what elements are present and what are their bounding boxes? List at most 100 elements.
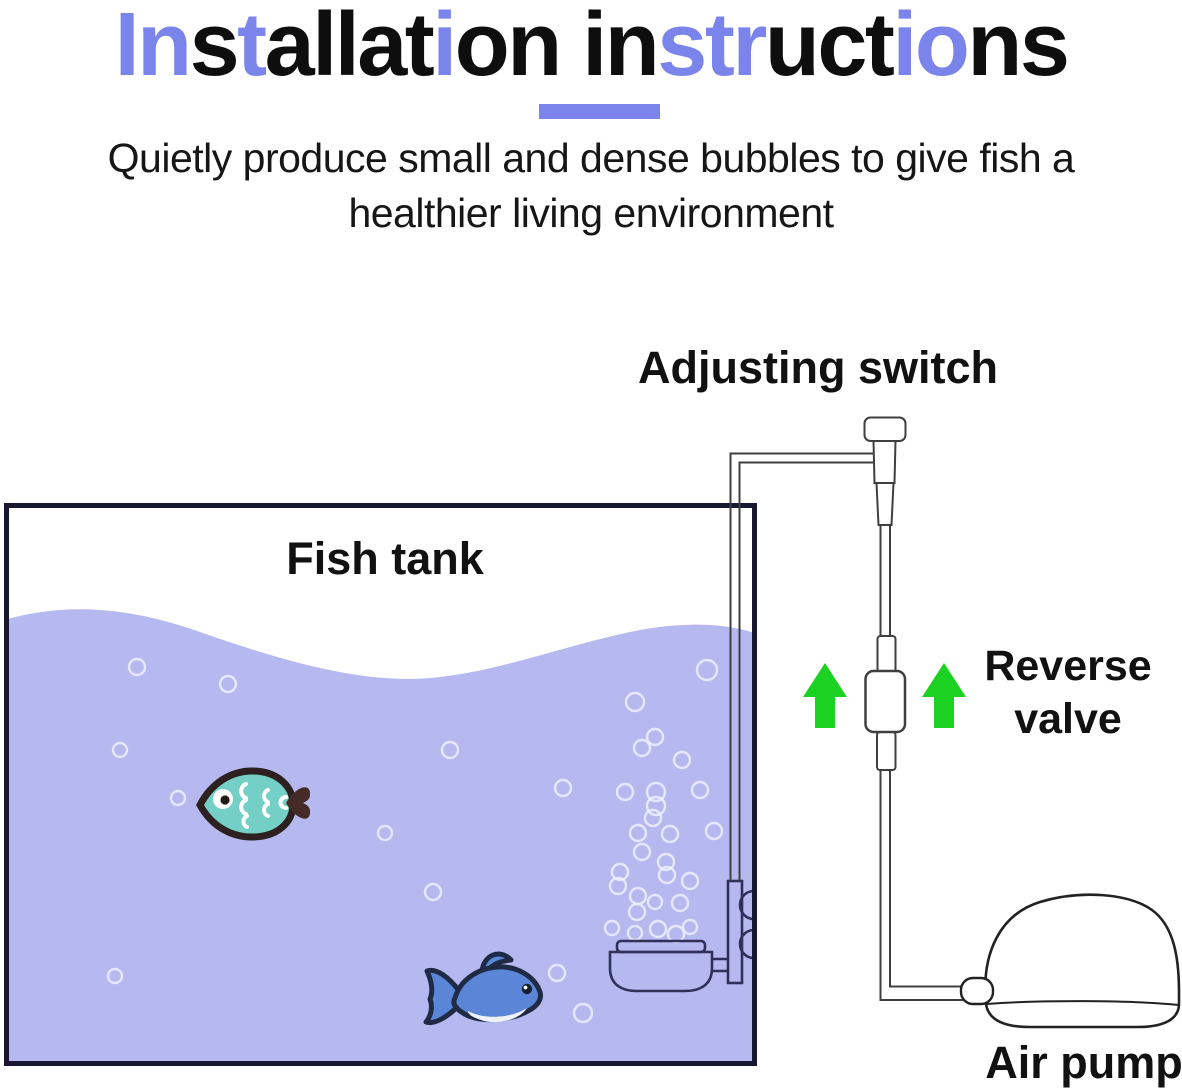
bubble <box>645 727 665 747</box>
page-title: Installation instructions <box>0 0 1182 94</box>
title-letter: i <box>582 0 607 95</box>
title-letter: c <box>817 0 867 95</box>
tube-tank-to-switch <box>729 452 874 881</box>
label-fish-tank: Fish tank <box>286 533 484 584</box>
bubble <box>632 842 652 862</box>
pump-base-line <box>986 1000 1180 1006</box>
label-reverse-valve: Reverse valve <box>984 640 1151 746</box>
title-letter: s <box>189 0 240 95</box>
bubble <box>704 821 724 841</box>
title-letter: I <box>114 0 140 95</box>
air-stone-bowl <box>608 950 714 993</box>
fish-teal-gills <box>239 782 288 829</box>
bubble <box>660 824 680 844</box>
title-letter: t <box>864 0 895 95</box>
suction-clip-bottom <box>738 928 755 960</box>
bubble <box>695 658 719 682</box>
bubble <box>648 919 668 939</box>
tube-valve-to-pump <box>879 770 966 1001</box>
bubble <box>624 691 646 713</box>
bubble <box>547 963 567 983</box>
valve-body <box>864 669 907 734</box>
subtitle-line-2: healthier living environment <box>348 190 834 236</box>
bubble <box>169 789 187 807</box>
bubble <box>670 893 690 913</box>
fish-teal-tail <box>286 787 311 819</box>
title-letter: n <box>604 0 660 95</box>
switch-stem <box>875 482 895 526</box>
air-pump <box>959 893 1181 1029</box>
bubble <box>111 741 129 759</box>
title-letter: t <box>237 0 267 95</box>
fish-teal <box>196 767 311 841</box>
title-letter: l <box>334 0 360 95</box>
bubble <box>572 1002 594 1024</box>
pump-nozzle <box>959 976 995 1006</box>
fish-blue-tail <box>423 967 463 1026</box>
bubble <box>423 882 443 902</box>
adjusting-switch <box>863 416 907 526</box>
title-letter: n <box>137 0 192 95</box>
fish-teal-pupil <box>220 795 230 805</box>
bubble <box>680 871 700 891</box>
bubble <box>628 823 648 843</box>
bubble <box>610 862 630 882</box>
title-underline <box>539 104 660 119</box>
fish-blue-body <box>451 964 543 1023</box>
title-letter: i <box>432 0 457 95</box>
title-letter: i <box>892 0 917 95</box>
fish-blue-eye <box>521 983 533 995</box>
title-letter: r <box>732 0 767 95</box>
page-subtitle: Quietly produce small and dense bubbles … <box>0 131 1182 241</box>
bubble <box>681 918 699 936</box>
bubble <box>218 674 238 694</box>
pump-body <box>983 893 1181 1029</box>
air-stone-connector <box>712 957 729 973</box>
bubbles-group <box>106 657 724 1024</box>
flow-arrow-right <box>922 663 966 728</box>
bubble <box>645 795 667 817</box>
title-letter: n <box>507 0 562 95</box>
tank-border <box>4 503 757 1066</box>
bubble <box>440 740 460 760</box>
reverse-valve <box>864 635 907 771</box>
title-letter: s <box>1019 0 1070 95</box>
air-stone <box>608 879 755 993</box>
bubble <box>615 782 635 802</box>
bubble <box>627 902 647 922</box>
title-letter: a <box>264 0 315 95</box>
switch-body <box>872 440 897 484</box>
valve-connector-top <box>876 635 897 673</box>
subtitle-line-1: Quietly produce small and dense bubbles … <box>107 135 1075 181</box>
bubble <box>608 876 628 896</box>
fish-blue <box>423 951 543 1026</box>
bubble <box>646 893 664 911</box>
bubble <box>690 780 710 800</box>
bubble <box>672 750 692 770</box>
fish-blue-belly <box>468 1008 527 1023</box>
bubble <box>106 967 124 985</box>
label-reverse-valve-line1: Reverse <box>984 642 1152 690</box>
suction-clip-top <box>738 889 755 921</box>
valve-connector-bottom <box>876 731 897 771</box>
title-letter: t <box>704 0 735 95</box>
label-reverse-valve-line2: valve <box>1014 695 1122 743</box>
bubble <box>376 824 394 842</box>
flow-arrow-left <box>803 663 847 728</box>
bubble <box>632 738 652 758</box>
fish-tank <box>4 503 757 1066</box>
title-letter: t <box>404 0 435 95</box>
title-letter: s <box>657 0 707 95</box>
bubble <box>603 919 621 937</box>
title-letter: o <box>914 0 970 95</box>
water <box>9 609 752 1061</box>
bubble <box>553 778 573 798</box>
fish-blue-eye-glint <box>523 985 528 990</box>
tube-switch-to-valve <box>879 525 891 637</box>
title-letter: n <box>967 0 1022 95</box>
intake-tube-wide <box>726 879 744 985</box>
bubble <box>643 808 663 828</box>
title-letter: u <box>764 0 820 95</box>
bubble <box>656 852 676 872</box>
